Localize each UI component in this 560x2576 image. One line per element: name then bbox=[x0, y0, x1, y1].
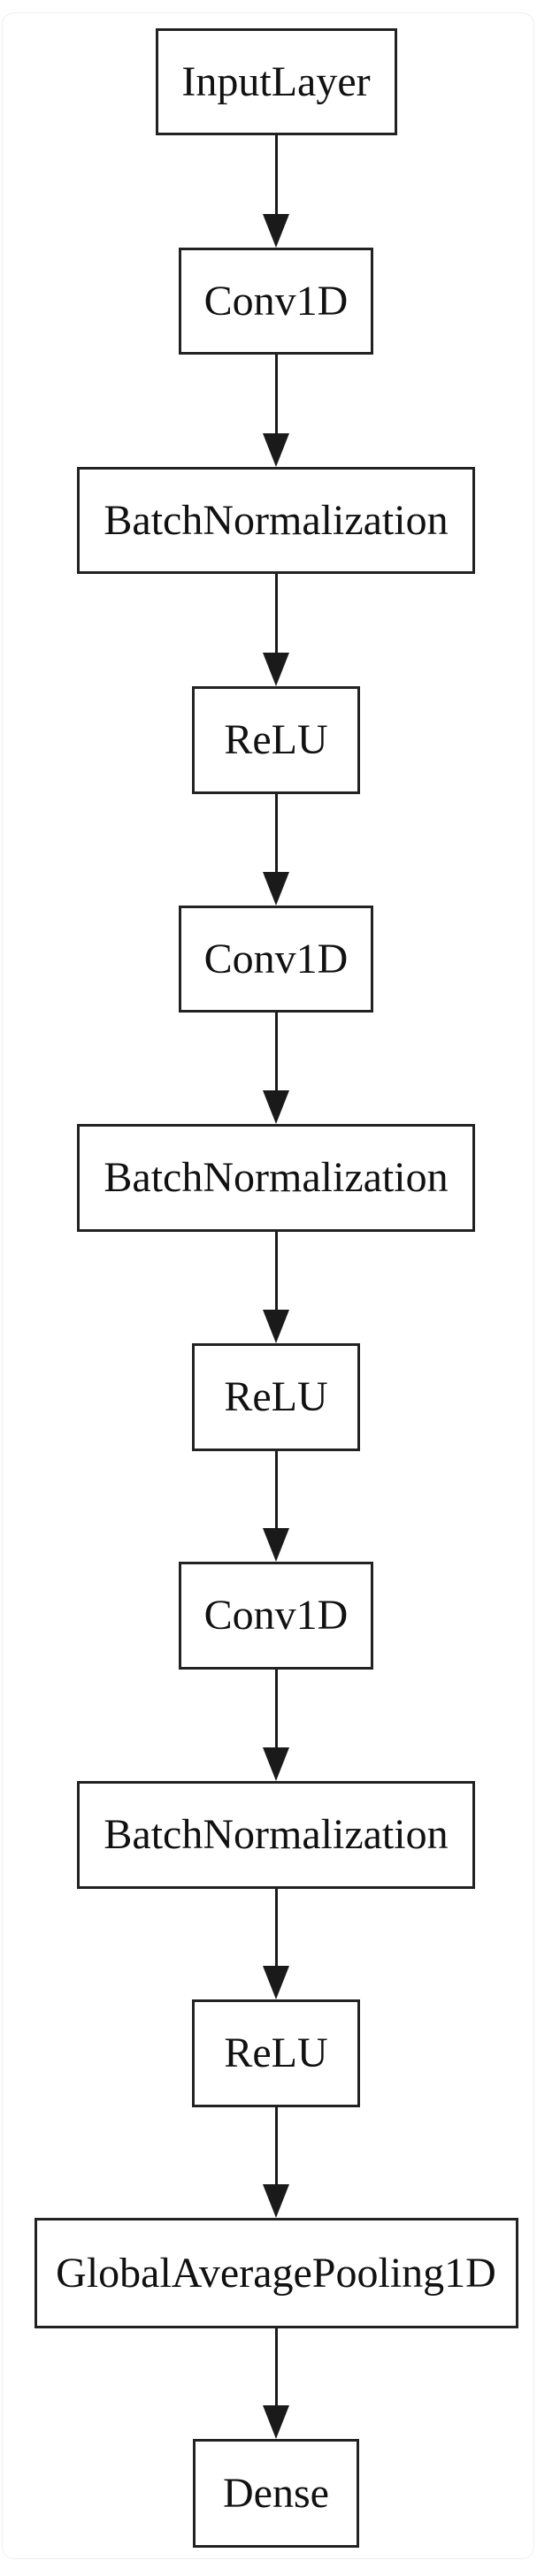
edge-line bbox=[274, 2107, 278, 2188]
layer-label: ReLU bbox=[224, 1373, 328, 1420]
layer-node-inputlayer: InputLayer bbox=[155, 28, 397, 135]
layer-label: Conv1D bbox=[203, 935, 349, 982]
edge-line bbox=[274, 1232, 278, 1313]
edge-arrowhead-icon bbox=[263, 1528, 289, 1562]
layer-label: InputLayer bbox=[181, 57, 371, 105]
layer-label: ReLU bbox=[224, 716, 328, 763]
layer-label: BatchNormalization bbox=[104, 496, 449, 544]
layer-node-relu: ReLU bbox=[192, 1999, 360, 2107]
layer-label: BatchNormalization bbox=[104, 1154, 449, 1201]
edge-arrowhead-icon bbox=[263, 872, 289, 906]
layer-label: Conv1D bbox=[203, 277, 349, 325]
layer-node-globalaveragepooling1d: GlobalAveragePooling1D bbox=[34, 2218, 518, 2328]
edge-line bbox=[274, 2328, 278, 2409]
edge-arrowhead-icon bbox=[263, 433, 289, 467]
layer-label: Conv1D bbox=[203, 1592, 349, 1639]
edge-arrowhead-icon bbox=[263, 214, 289, 248]
edge-line bbox=[274, 1670, 278, 1751]
edge-arrowhead-icon bbox=[263, 1090, 289, 1124]
edge-arrowhead-icon bbox=[263, 2405, 289, 2439]
layer-label: ReLU bbox=[224, 2029, 328, 2076]
layer-node-conv1d: Conv1D bbox=[179, 1562, 373, 1670]
layer-node-batchnormalization: BatchNormalization bbox=[77, 1781, 475, 1889]
edge-line bbox=[274, 355, 278, 437]
edge-arrowhead-icon bbox=[263, 653, 289, 686]
layer-node-dense: Dense bbox=[193, 2439, 359, 2548]
edge-arrowhead-icon bbox=[263, 1966, 289, 1999]
layer-node-relu: ReLU bbox=[192, 686, 360, 794]
layer-label: GlobalAveragePooling1D bbox=[56, 2249, 496, 2297]
edge-arrowhead-icon bbox=[263, 1747, 289, 1781]
edge-line bbox=[274, 1889, 278, 1969]
layer-label: Dense bbox=[223, 2469, 329, 2517]
layer-node-batchnormalization: BatchNormalization bbox=[77, 467, 475, 574]
layer-node-conv1d: Conv1D bbox=[179, 906, 373, 1013]
layer-node-conv1d: Conv1D bbox=[179, 248, 373, 355]
edge-arrowhead-icon bbox=[263, 2184, 289, 2218]
edge-line bbox=[274, 135, 278, 218]
edge-line bbox=[274, 1013, 278, 1094]
layer-node-relu: ReLU bbox=[192, 1343, 360, 1451]
edge-arrowhead-icon bbox=[263, 1310, 289, 1343]
layer-label: BatchNormalization bbox=[104, 1811, 449, 1858]
edge-line bbox=[274, 1451, 278, 1532]
edge-line bbox=[274, 794, 278, 875]
layer-node-batchnormalization: BatchNormalization bbox=[77, 1124, 475, 1232]
edge-line bbox=[274, 574, 278, 656]
